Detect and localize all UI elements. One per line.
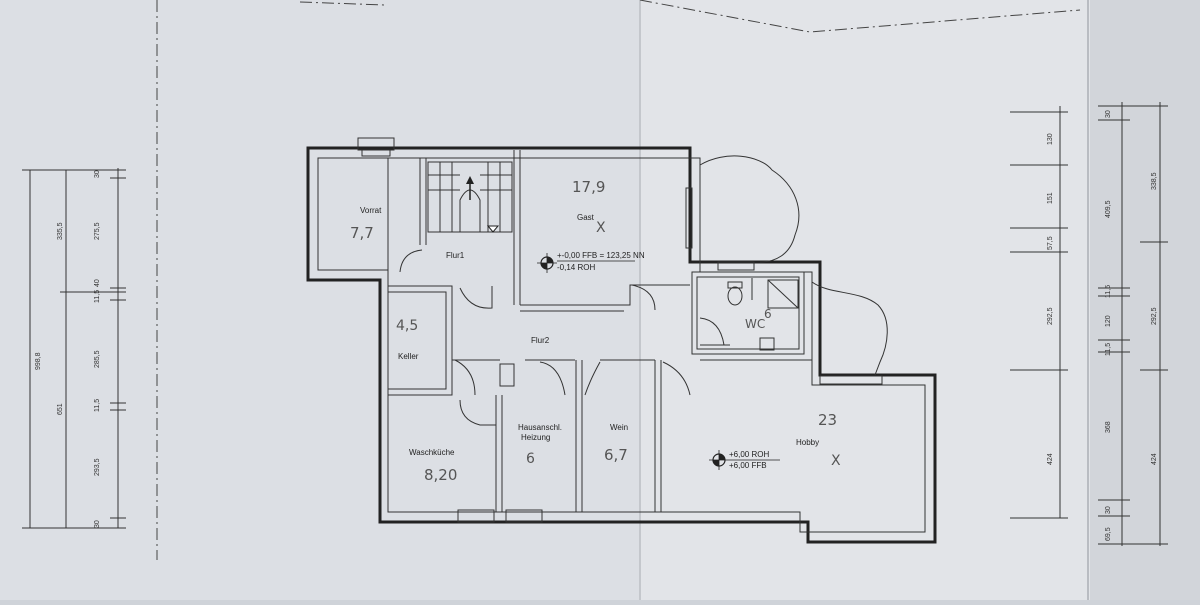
room-label-flur2: Flur2 xyxy=(531,336,550,345)
level-marker-gast: +-0,00 FFB = 123,25 NN -0,14 ROH xyxy=(537,251,645,273)
shower-icon xyxy=(767,279,799,309)
dim-right-c-1: 292,5 xyxy=(1151,307,1158,325)
dim-left-middle-1: 651 xyxy=(57,403,64,415)
dim-left-outer-0: 998,8 xyxy=(35,352,42,370)
room-area-keller: 4,5 xyxy=(396,318,418,334)
level-marker-hobby: +6,00 ROH +6,00 FFB xyxy=(709,450,780,470)
room-label-wein: Wein xyxy=(610,423,628,432)
staircase xyxy=(427,161,513,233)
dim-right-b-5: 30 xyxy=(1105,506,1112,514)
exterior-walls xyxy=(306,146,937,544)
dim-left-inner-4: 285,5 xyxy=(94,350,101,368)
dim-right-a-3: 292,5 xyxy=(1047,307,1054,325)
room-area-hausanschluss: 6 xyxy=(526,451,535,467)
room-label-heizung: Heizung xyxy=(521,433,550,442)
dim-left-middle-0: 335,5 xyxy=(57,222,64,240)
dimension-chain-left: 998,8 335,5 651 30 275,5 40 11,5 285,5 1… xyxy=(22,168,126,529)
room-label-hausanschluss: Hausanschl. xyxy=(518,423,562,432)
dim-right-b-3: 120 xyxy=(1105,315,1112,327)
dim-right-c-2: 424 xyxy=(1151,453,1158,465)
room-label-waschkueche: Waschküche xyxy=(409,448,455,457)
dim-right-c-0: 338,5 xyxy=(1151,172,1158,190)
dim-right-b-4: 11,5 xyxy=(1105,343,1112,356)
dim-right-b-6: 69,5 xyxy=(1105,527,1112,541)
dim-left-inner-3: 11,5 xyxy=(94,290,101,303)
toilet-icon xyxy=(727,286,743,306)
room-area-wein: 6,7 xyxy=(604,446,628,464)
dim-left-inner-0: 30 xyxy=(94,170,101,178)
room-area-hobby: 23 xyxy=(818,411,837,429)
dim-left-inner-6: 293,5 xyxy=(94,458,101,476)
room-label-flur1: Flur1 xyxy=(446,251,465,260)
dim-left-inner-2: 40 xyxy=(94,279,101,287)
sink-icon xyxy=(759,337,775,351)
property-boundary xyxy=(639,0,1081,33)
room-label-vorrat: Vorrat xyxy=(360,206,382,215)
doors xyxy=(399,249,730,426)
dim-left-inner-7: 30 xyxy=(94,520,101,528)
windows xyxy=(357,137,883,523)
level-text-hobby-ffb: +6,00 FFB xyxy=(729,461,767,470)
dim-right-b-2: 11,5 xyxy=(1105,285,1112,298)
level-text-gast-roh: -0,14 ROH xyxy=(557,263,595,272)
room-label-keller: Keller xyxy=(398,352,419,361)
wc-fixtures xyxy=(727,279,799,351)
dim-right-a-1: 151 xyxy=(1047,192,1054,204)
cross-mark-gast: X xyxy=(596,220,606,236)
level-text-hobby-roh: +6,00 ROH xyxy=(729,450,769,459)
dim-right-a-4: 368 xyxy=(1105,421,1112,433)
room-label-gast: Gast xyxy=(577,213,595,222)
stair-direction-icon xyxy=(486,225,500,233)
stair-arrow-icon xyxy=(466,176,474,184)
dim-right-b-1: 409,5 xyxy=(1105,200,1112,218)
room-label-wc: WC xyxy=(745,317,765,331)
dim-right-a-5: 424 xyxy=(1047,453,1054,465)
room-area-wc: 6 xyxy=(764,307,772,321)
level-text-gast-ffb: +-0,00 FFB = 123,25 NN xyxy=(557,251,645,260)
room-area-vorrat: 7,7 xyxy=(350,224,374,242)
dim-right-b-0: 30 xyxy=(1105,110,1112,118)
interior-walls xyxy=(387,150,812,512)
room-area-waschkueche: 8,20 xyxy=(424,466,457,484)
dim-left-inner-5: 11,5 xyxy=(94,399,101,412)
dim-right-a-2: 57,5 xyxy=(1047,236,1054,250)
dimension-chain-right: 130 151 57,5 292,5 368 424 30 409,5 11,5… xyxy=(1010,102,1168,546)
toilet-cistern-icon xyxy=(727,281,743,289)
property-boundary xyxy=(299,1,386,6)
room-label-hobby: Hobby xyxy=(796,438,819,447)
room-area-gast: 17,9 xyxy=(572,178,605,196)
dim-left-inner-1: 275,5 xyxy=(94,222,101,240)
cross-mark-hobby: X xyxy=(831,453,841,469)
light-wells xyxy=(699,155,888,376)
dim-right-a-0: 130 xyxy=(1047,133,1054,145)
